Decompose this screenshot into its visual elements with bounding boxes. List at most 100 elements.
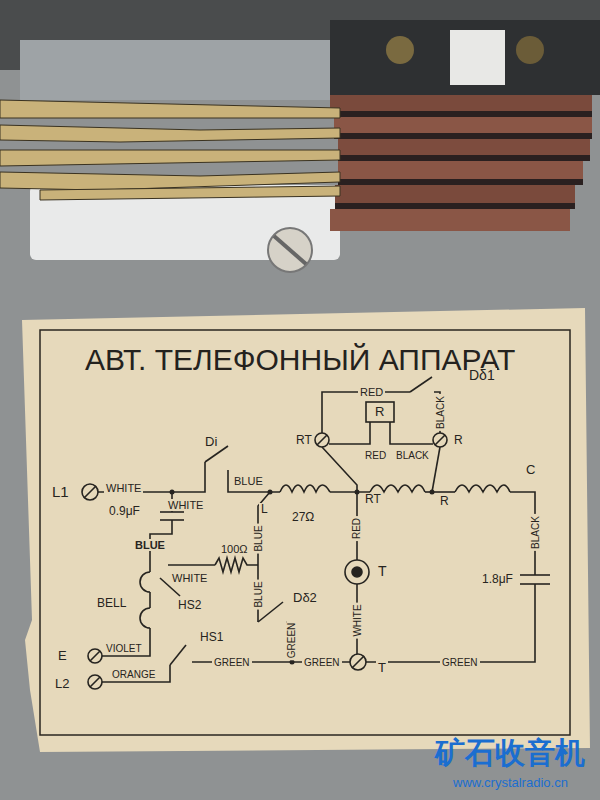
schematic-wires [82, 484, 98, 500]
schematic-wires [432, 447, 440, 492]
insulator-stack [334, 133, 592, 139]
schematic-label: 100Ω [219, 543, 250, 555]
schematic-label: E [56, 649, 69, 663]
schematic-label: HS1 [198, 631, 225, 644]
schematic-wires [433, 433, 447, 447]
schematic-wires [149, 592, 151, 608]
schematic-label: Dδ1 [467, 368, 497, 383]
schematic-wires [352, 567, 362, 577]
label-title: АВТ. ТЕЛЕФОННЫЙ АППАРАТ [85, 343, 515, 376]
telephone-interior [450, 30, 505, 85]
schematic-label: HS2 [176, 599, 203, 612]
telephone-interior [516, 36, 544, 64]
schematic-wires [215, 558, 258, 572]
schematic-wires [322, 447, 357, 560]
schematic-wires [329, 422, 370, 444]
mounting-screw [274, 236, 306, 264]
schematic-label: 0.9μF [107, 505, 142, 518]
schematic-wires [370, 485, 425, 492]
telephone-interior [20, 40, 340, 100]
schematic-wires [160, 511, 184, 513]
wire-colour-label: BLACK [530, 514, 541, 551]
schematic-label: WHITE [166, 499, 205, 511]
schematic-wires [345, 560, 369, 584]
insulator-stack [338, 161, 583, 179]
wire-colour-label: WHITE [352, 602, 363, 638]
mounting-screw [268, 228, 312, 272]
schematic-label: 1.8μF [480, 573, 515, 586]
schematic-wires [84, 486, 96, 498]
schematic-label: 27Ω [290, 511, 316, 524]
schematic-label: T [376, 661, 388, 675]
schematic-label: GREEN [302, 657, 342, 668]
schematic-wires [366, 402, 394, 422]
contact-springs [0, 100, 340, 118]
schematic-wires [88, 649, 102, 663]
schematic-wires [88, 675, 102, 689]
paper-label [40, 330, 570, 735]
schematic-wires [90, 651, 100, 661]
schematic-label: ORANGE [110, 669, 157, 680]
insulator-stack [338, 179, 583, 185]
schematic-wires [322, 392, 410, 433]
insulator-stack [330, 111, 592, 117]
wire-colour-label: BLUE [253, 523, 264, 553]
schematic-wires [317, 435, 327, 445]
schematic-wires [90, 677, 100, 687]
schematic-wires [140, 608, 150, 628]
schematic-label: R [373, 405, 386, 419]
contact-springs [0, 150, 340, 166]
schematic-label: R [438, 495, 451, 508]
schematic-wires [228, 470, 280, 492]
insulator-stack [334, 117, 592, 133]
schematic-label: C [524, 463, 537, 477]
wire-colour-label: BLACK [435, 394, 446, 431]
schematic-label: T [376, 564, 389, 579]
schematic-label: WHITE [104, 482, 143, 494]
telephone-interior [330, 20, 600, 95]
paper-label [22, 308, 590, 752]
mounting-screw [268, 228, 312, 272]
schematic-wires [280, 485, 330, 492]
watermark-text: www.crystalradio.cn [451, 776, 570, 790]
schematic-label: L2 [53, 677, 71, 691]
contact-springs [0, 100, 340, 200]
junction-dots [268, 490, 273, 495]
insulator-stack [335, 185, 575, 203]
contact-springs [40, 186, 340, 200]
schematic-label: L1 [50, 484, 71, 501]
schematic-label: BLUE [232, 475, 265, 487]
schematic-wires [82, 377, 550, 689]
insulator-stack [335, 203, 575, 209]
schematic-wires [102, 665, 170, 682]
schematic-wires [352, 656, 364, 668]
watermark-text: 矿石收音机 [433, 736, 587, 769]
contact-springs [0, 125, 340, 142]
schematic-wires [315, 433, 329, 447]
wire-colour-label: GREEN [286, 621, 297, 661]
schematic-wires [350, 654, 366, 670]
schematic-label: Dδ2 [291, 591, 319, 605]
junction-dots [170, 490, 435, 665]
insulator-stack [338, 155, 590, 161]
schematic-wires [455, 485, 510, 492]
junction-dots [170, 490, 175, 495]
schematic-wires [435, 435, 445, 445]
insulator-stack [330, 95, 592, 111]
schematic-label: GREEN [212, 657, 252, 668]
schematic-wires [520, 574, 550, 576]
schematic-wires [170, 645, 186, 665]
schematic-label: RT [363, 493, 383, 506]
schematic-label: R [452, 434, 465, 447]
schematic-wires [410, 377, 432, 392]
schematic-label: BELL [95, 597, 128, 610]
insulator-stack [330, 95, 592, 231]
paper-label [22, 308, 590, 752]
schematic-wires [102, 628, 150, 656]
schematic-label: L [259, 503, 270, 516]
schematic-label: GREEN [440, 657, 480, 668]
junction-dots [430, 490, 435, 495]
